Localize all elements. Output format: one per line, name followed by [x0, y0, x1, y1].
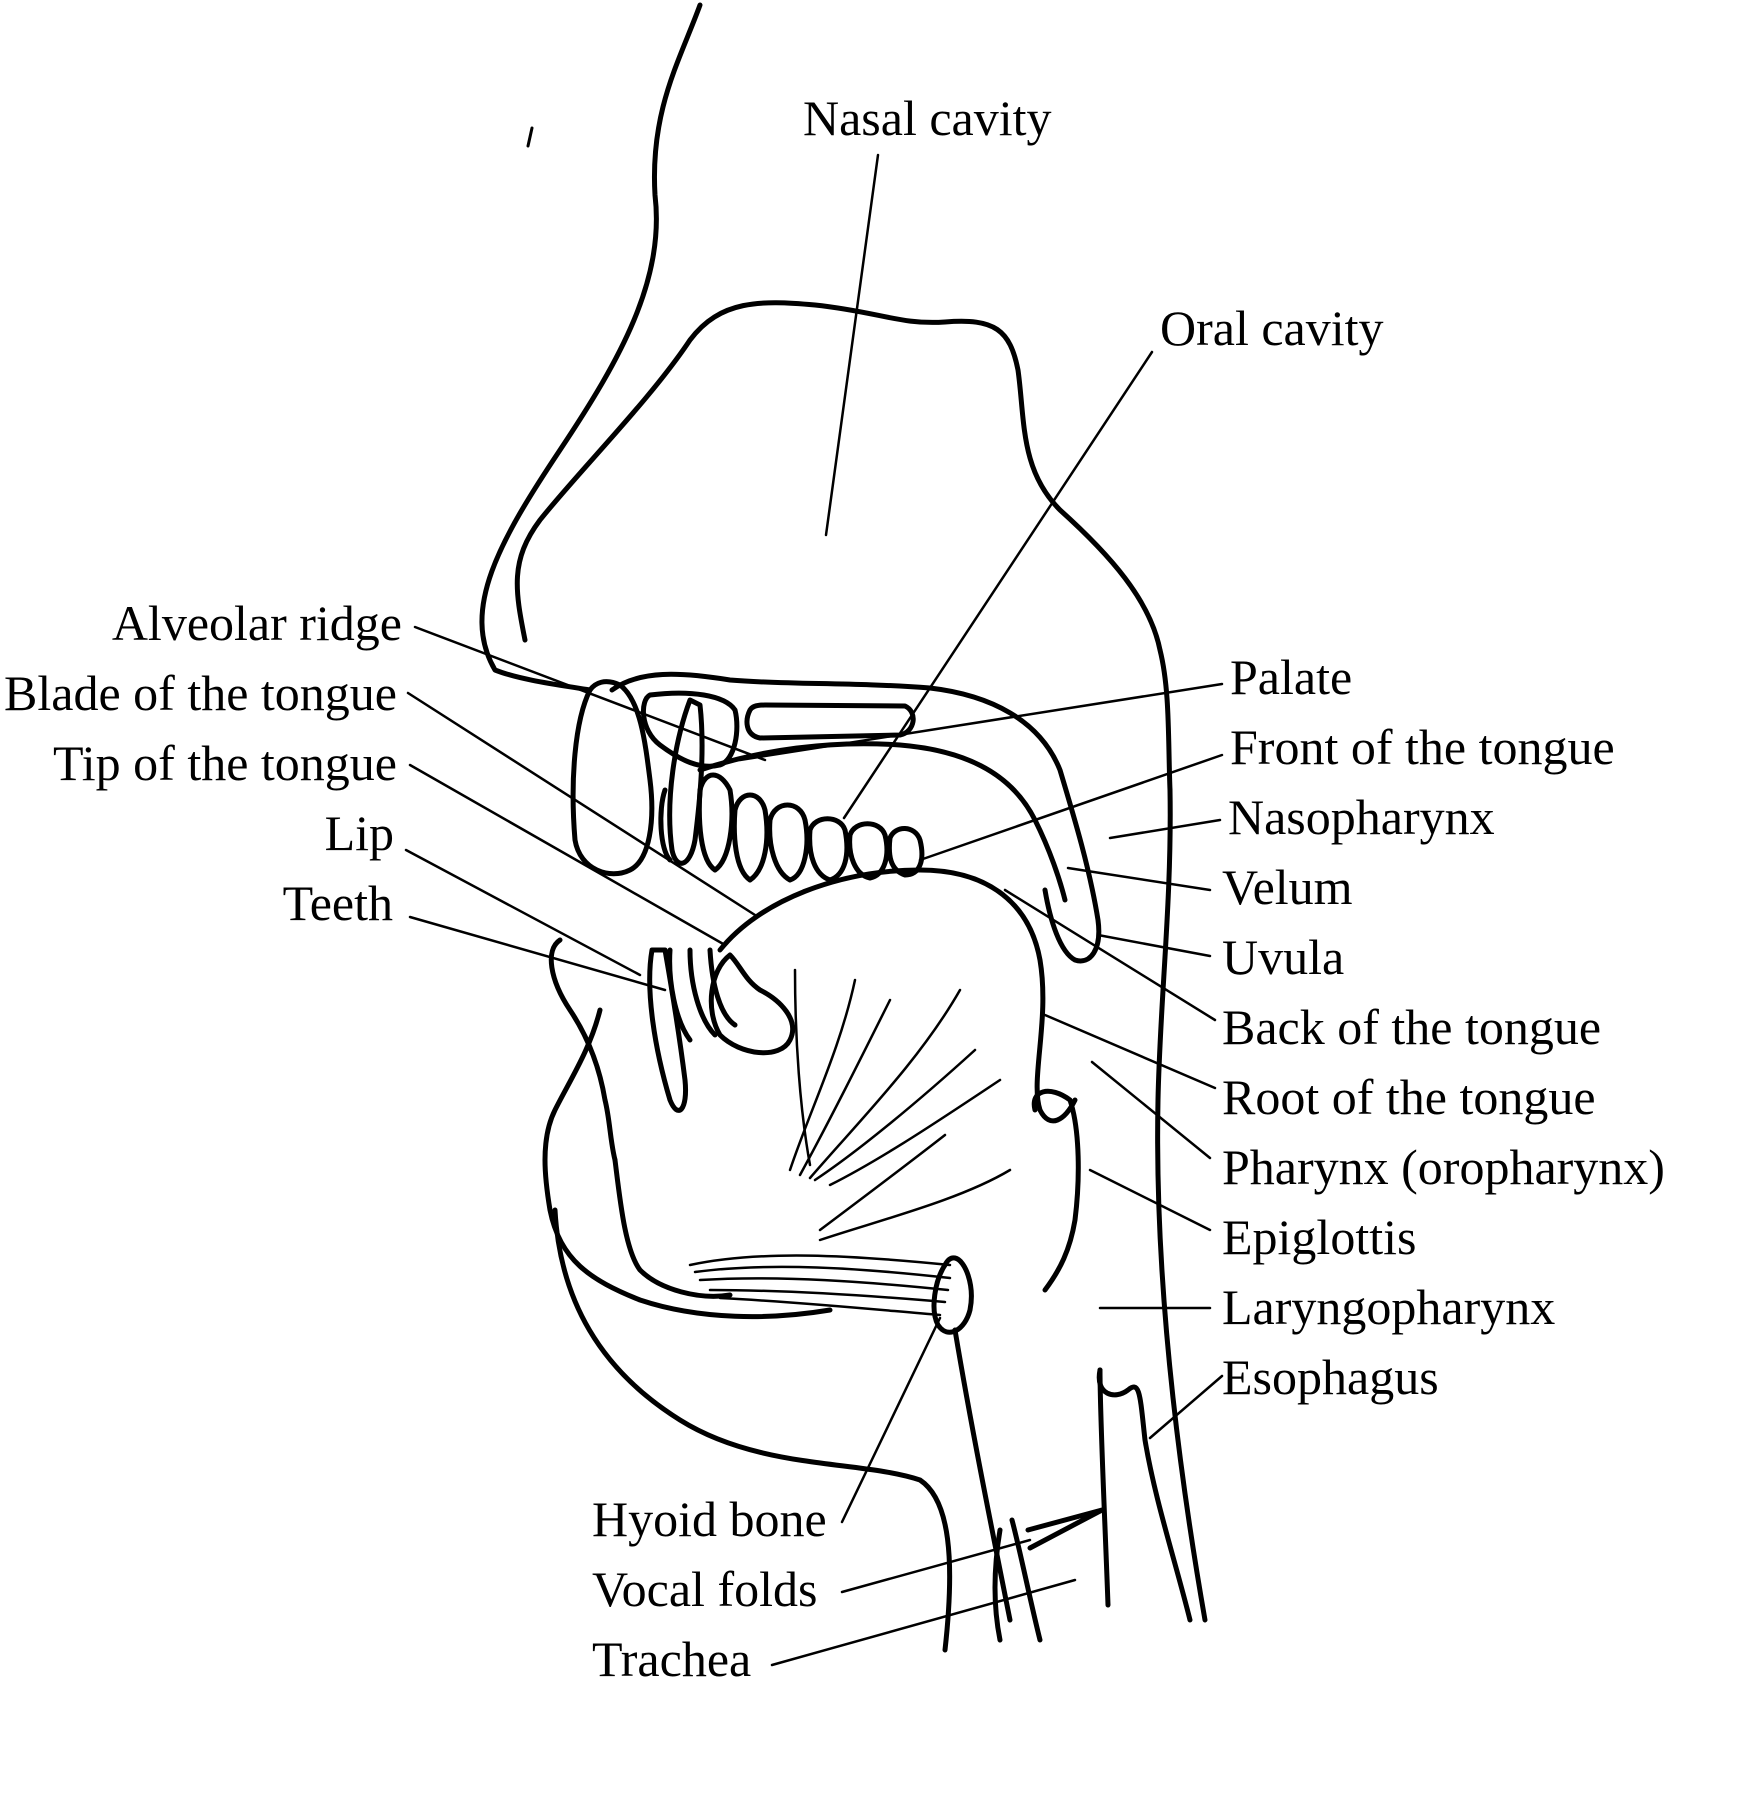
label-trachea: Trachea — [592, 1631, 751, 1687]
mandible-inner — [612, 1157, 733, 1299]
maxilla-plate — [744, 702, 916, 741]
leader-nasopharynx — [1108, 818, 1222, 840]
chin-neck — [552, 1207, 953, 1653]
label-tip-of-tongue: Tip of the tongue — [53, 735, 397, 791]
anatomy-drawing — [479, 2, 1208, 1653]
leader-lines — [404, 153, 1224, 1667]
label-blade-of-tongue: Blade of the tongue — [4, 665, 397, 721]
label-nasopharynx: Nasopharynx — [1228, 789, 1495, 845]
label-alveolar-ridge: Alveolar ridge — [112, 595, 402, 651]
leader-tip-of-tongue — [408, 763, 727, 947]
tongue-outline — [717, 867, 1078, 1124]
epiglottis-shape — [1031, 1088, 1081, 1293]
vocal-fold-wedge — [1025, 1507, 1105, 1551]
label-epiglottis: Epiglottis — [1222, 1209, 1416, 1265]
nose-profile — [479, 2, 703, 693]
premaxilla — [640, 690, 740, 769]
tongue-muscle-fibers — [788, 968, 1012, 1242]
leader-trachea — [770, 1578, 1077, 1667]
leader-vocal-folds — [840, 1538, 1032, 1594]
labels: Nasal cavity Oral cavity Alveolar ridge … — [4, 90, 1665, 1687]
leader-palate — [738, 682, 1224, 762]
leader-blade-of-tongue — [406, 691, 757, 917]
nose-mark — [526, 126, 534, 148]
leader-pharynx — [1090, 1060, 1212, 1160]
tongue-tip-blob — [708, 952, 796, 1056]
palate-inner — [697, 741, 1068, 903]
leader-esophagus — [1148, 1374, 1224, 1440]
leader-nasal-cavity — [824, 153, 880, 537]
leader-alveolar-ridge — [413, 625, 767, 762]
upper-incisor-2 — [658, 787, 673, 863]
lower-incisors-group — [667, 947, 738, 1043]
upper-incisor — [667, 697, 705, 866]
label-lip: Lip — [325, 805, 394, 861]
upper-lip — [570, 679, 655, 877]
leader-oral-cavity — [842, 350, 1154, 820]
leader-velum — [1066, 866, 1212, 892]
mandible-outline — [542, 1007, 833, 1320]
leader-uvula — [1096, 933, 1212, 958]
label-hyoid-bone: Hyoid bone — [592, 1491, 827, 1547]
palate-outline — [609, 671, 1102, 964]
upper-molars — [696, 772, 925, 883]
larynx-inner — [992, 1517, 1043, 1643]
label-front-of-tongue: Front of the tongue — [1230, 719, 1615, 775]
label-palate: Palate — [1230, 649, 1352, 705]
larynx-back — [1097, 1367, 1111, 1608]
leader-epiglottis — [1088, 1168, 1212, 1232]
leader-root-of-tongue — [1043, 1013, 1217, 1090]
laryngeal-front — [952, 1327, 1013, 1623]
label-nasal-cavity: Nasal cavity — [803, 90, 1052, 146]
label-uvula: Uvula — [1222, 929, 1344, 985]
leader-back-of-tongue — [1003, 888, 1217, 1022]
label-teeth: Teeth — [283, 875, 393, 931]
label-pharynx: Pharynx (oropharynx) — [1222, 1139, 1665, 1195]
leader-lip — [404, 848, 642, 977]
leader-front-of-tongue — [918, 753, 1224, 862]
label-esophagus: Esophagus — [1222, 1349, 1439, 1405]
pharynx-rear-wall — [1155, 787, 1208, 1623]
leader-hyoid-bone — [840, 1316, 942, 1524]
hyoid-bone-shape — [931, 1255, 974, 1335]
nasal-cavity-outline — [514, 300, 1173, 793]
label-back-of-tongue: Back of the tongue — [1222, 999, 1601, 1055]
hyoid-muscle — [688, 1254, 952, 1317]
label-vocal-folds: Vocal folds — [592, 1561, 817, 1617]
label-oral-cavity: Oral cavity — [1160, 300, 1384, 356]
esophagus-front — [1096, 1367, 1193, 1623]
label-root-of-tongue: Root of the tongue — [1222, 1069, 1596, 1125]
leader-teeth — [408, 915, 667, 992]
label-laryngopharynx: Laryngopharynx — [1222, 1279, 1555, 1335]
label-velum: Velum — [1222, 859, 1353, 915]
